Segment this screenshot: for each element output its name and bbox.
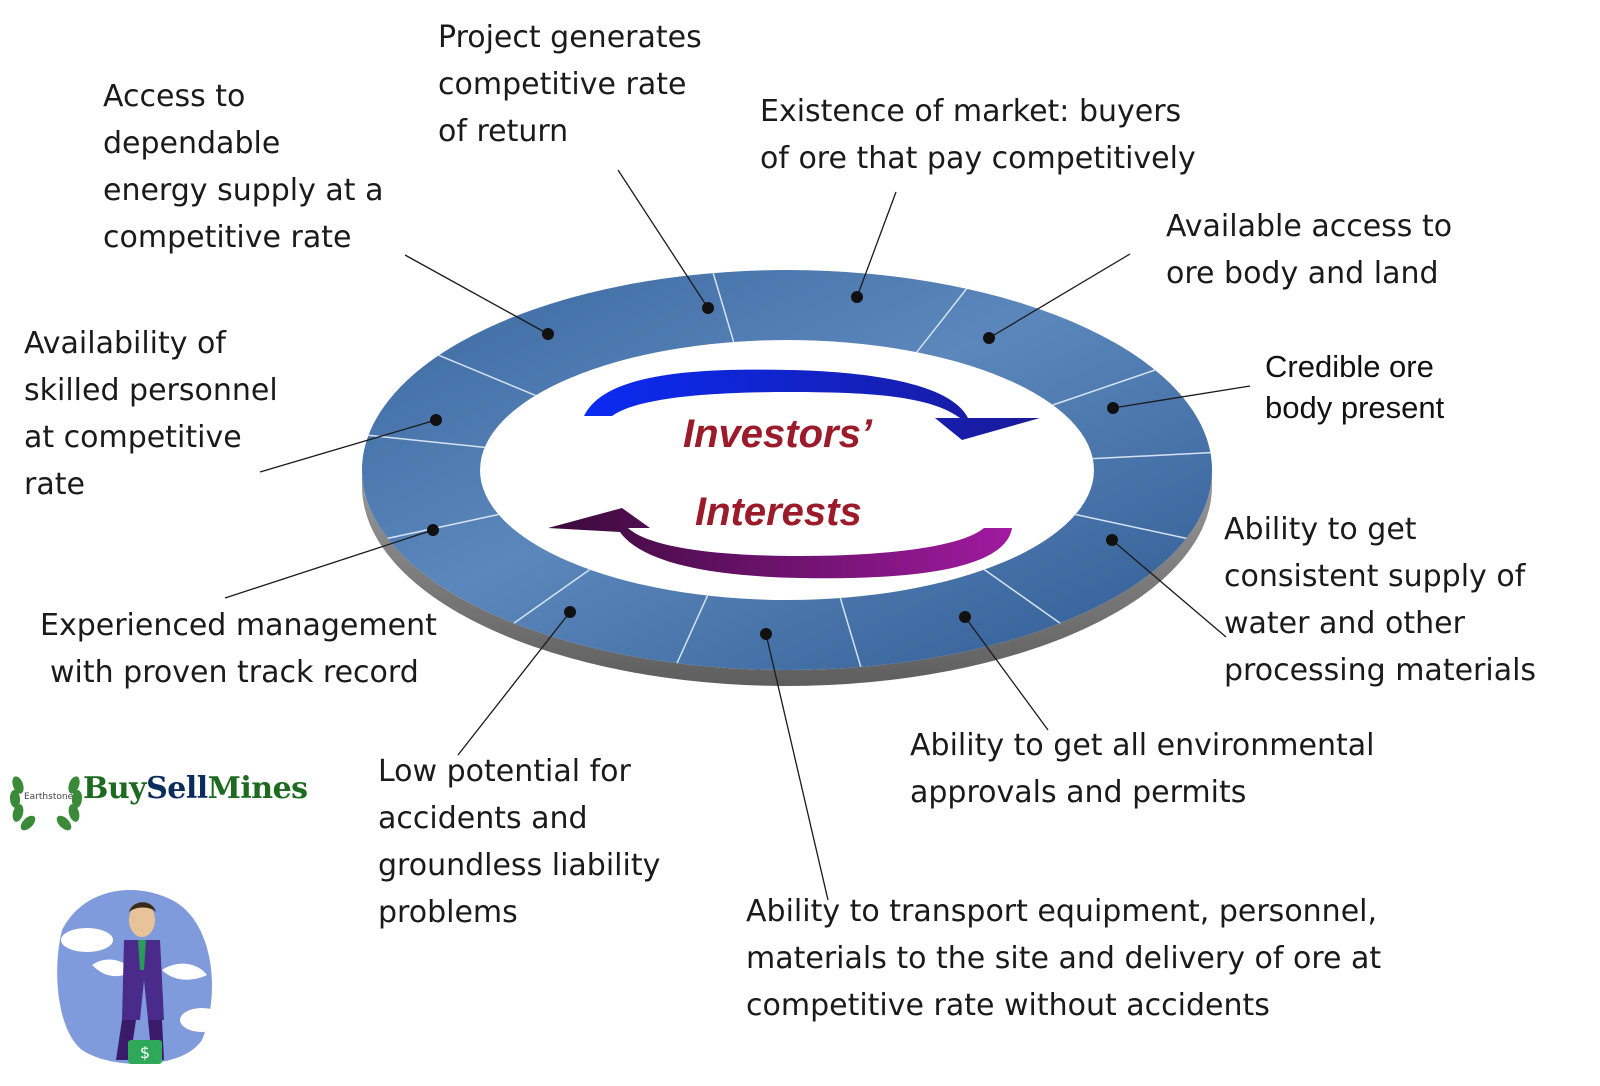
leader-line-accidents [457, 611, 571, 756]
label-line: problems [378, 895, 518, 930]
ring-divider [916, 288, 968, 353]
label-line: dependable [103, 126, 281, 161]
label-line: water and other [1224, 606, 1465, 641]
leader-line-transport [765, 633, 829, 901]
marker-dot-energy [542, 328, 554, 340]
label-transport-equipment: Ability to transport equipment, personne… [746, 888, 1381, 1029]
label-line: Credible ore [1265, 349, 1434, 384]
label-line: materials to the site and delivery of or… [746, 941, 1382, 976]
logo-small-text: Earthstone [24, 792, 74, 802]
label-line: of ore that pay competitively [760, 141, 1196, 176]
leader-line-market [856, 191, 897, 298]
label-line: competitive rate [103, 220, 352, 255]
buysellmines-logo: Earthstone BuySellMines [8, 765, 338, 835]
ring-divider [387, 513, 499, 540]
label-line: Project generates [438, 20, 702, 55]
label-line: competitive rate without accidents [746, 988, 1270, 1023]
angel-investor-icon: $ [57, 890, 224, 1064]
label-existence-of-market: Existence of market: buyers of ore that … [760, 88, 1196, 182]
ring-divider [513, 568, 591, 624]
label-line: approvals and permits [910, 775, 1247, 810]
marker-dot-orebody [1107, 402, 1119, 414]
ring-top [362, 270, 1212, 670]
label-line: consistent supply of [1224, 559, 1526, 594]
marker-dot-personnel [430, 414, 442, 426]
label-line: Ability to transport equipment, personne… [746, 894, 1378, 929]
marker-dot-management [427, 524, 439, 536]
leader-line-management [224, 529, 434, 599]
bottom-arrow-icon [548, 508, 1012, 579]
label-line: body present [1265, 390, 1445, 425]
label-low-accident-potential: Low potential for accidents and groundle… [378, 748, 660, 936]
marker-dot-transport [760, 628, 772, 640]
ring-divider [368, 434, 485, 449]
label-line: energy supply at a [103, 173, 384, 208]
label-environmental-approvals: Ability to get all environmental approva… [910, 722, 1374, 816]
label-line: with proven track record [50, 655, 419, 690]
center-title-line2: Interests [695, 490, 862, 534]
ring-markers [427, 291, 1119, 640]
label-line: Ability to get [1224, 512, 1417, 547]
marker-dot-return [702, 302, 714, 314]
label-line: Experienced management [40, 608, 437, 643]
leader-line-energy [404, 254, 549, 335]
label-energy-supply: Access to dependable energy supply at a … [103, 73, 384, 261]
label-skilled-personnel: Availability of skilled personnel at com… [24, 320, 278, 508]
ring-divider [438, 354, 536, 397]
marker-dot-access [983, 332, 995, 344]
label-line: Access to [103, 79, 246, 114]
label-line: skilled personnel [24, 373, 278, 408]
label-experienced-management: Experienced management with proven track… [40, 602, 437, 696]
label-rate-of-return: Project generates competitive rate of re… [438, 14, 702, 155]
laurel-wreath-icon [9, 776, 83, 831]
ring-divider [1075, 513, 1187, 540]
label-line: Existence of market: buyers [760, 94, 1182, 129]
leader-line-water [1111, 539, 1227, 638]
label-line: of return [438, 114, 569, 149]
label-line: Availability of [24, 326, 226, 361]
ring-divider [676, 595, 709, 664]
label-line: accidents and [378, 801, 588, 836]
label-line: at competitive [24, 420, 242, 455]
leader-line-access [988, 253, 1131, 339]
marker-dot-environmental [959, 611, 971, 623]
label-line: rate [24, 467, 85, 502]
marker-dot-market [851, 291, 863, 303]
marker-dot-accidents [564, 606, 576, 618]
logo-brand-sell: Sell [146, 771, 208, 806]
label-line: Low potential for [378, 754, 631, 789]
svg-text:$: $ [140, 1043, 150, 1062]
center-title-line1: Investors’ [683, 412, 872, 456]
label-line: Ability to get all environmental [910, 728, 1375, 763]
label-line: processing materials [1224, 653, 1537, 688]
label-line: competitive rate [438, 67, 687, 102]
leader-line-environmental [964, 616, 1049, 731]
label-access-to-ore-body: Available access to ore body and land [1166, 203, 1452, 297]
label-line: Available access to [1166, 209, 1453, 244]
label-credible-ore-body: Credible ore body present [1265, 346, 1444, 428]
logo-brand-buy: Buy [83, 771, 147, 806]
label-supply-of-water: Ability to get consistent supply of wate… [1224, 506, 1536, 694]
ring-divider [1092, 451, 1211, 460]
ring-divider [1052, 369, 1156, 406]
leader-line-orebody [1112, 385, 1251, 409]
ring-divider [983, 568, 1061, 624]
leader-line-return [617, 169, 709, 309]
ring-divider [839, 597, 862, 668]
label-line: ore body and land [1166, 256, 1439, 291]
logo-brand-mines: Mines [207, 771, 308, 806]
marker-dot-water [1106, 534, 1118, 546]
ring-segment-dividers [368, 272, 1211, 668]
top-arrow-icon [584, 369, 1040, 440]
leader-lines [224, 169, 1251, 901]
label-line: groundless liability [378, 848, 661, 883]
leader-line-personnel [259, 419, 437, 473]
ring-divider [712, 272, 735, 343]
cycle-arrows [548, 369, 1040, 579]
logo-brand-text: BuySellMines [83, 771, 308, 806]
